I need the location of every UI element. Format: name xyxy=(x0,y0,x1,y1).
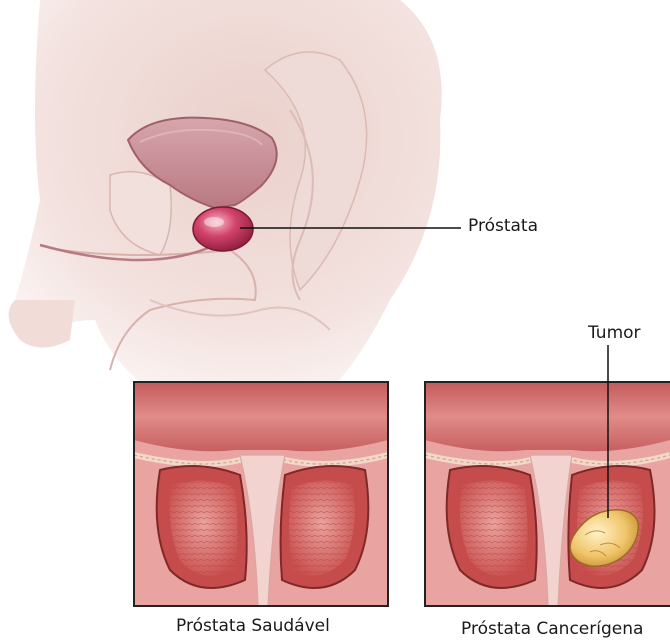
prostate-gland xyxy=(193,207,253,251)
prostate-label: Próstata xyxy=(468,216,538,236)
tumor-label: Tumor xyxy=(588,323,641,343)
cancer-prostate-caption: Próstata Cancerígena xyxy=(461,619,643,639)
healthy-prostate-inset xyxy=(134,382,388,606)
healthy-prostate-caption: Próstata Saudável xyxy=(176,616,330,636)
cancer-prostate-inset xyxy=(425,382,670,606)
